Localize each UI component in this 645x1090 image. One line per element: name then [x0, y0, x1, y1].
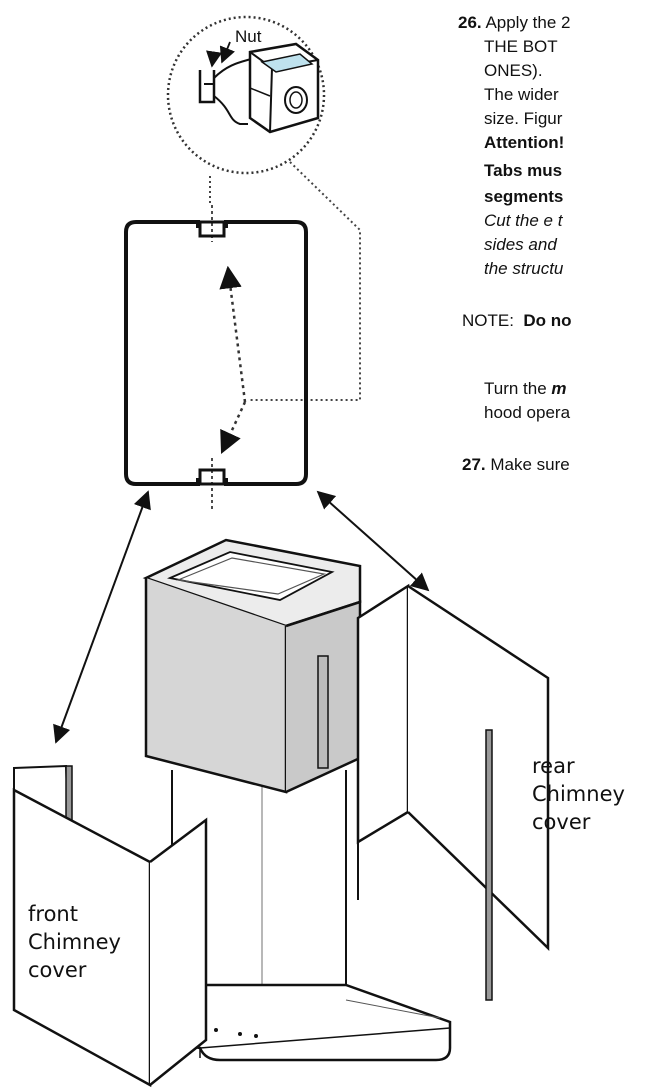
rear-chimney-cover-shape [356, 583, 550, 1001]
step26-bold-line: Tabs mus [484, 161, 563, 180]
rear-label-line: cover [532, 810, 591, 834]
step26-line: The wider [484, 85, 559, 104]
attention-text: Attention! [484, 133, 565, 152]
front-label-line: cover [28, 958, 87, 982]
step26-italic-line: the structu [484, 259, 564, 278]
step26-line: 26. Apply the 2 [458, 12, 571, 34]
note-line: NOTE: Do no [462, 310, 572, 332]
inner-frame-box [142, 538, 362, 794]
step26-line: THE BOT [484, 37, 558, 56]
nut-label: Nut [235, 27, 262, 46]
step27-text: Make sure [490, 455, 570, 474]
rear-label-line: rear [532, 754, 575, 778]
step26-line: size. Figur [484, 109, 563, 128]
note-prefix: NOTE: [462, 311, 514, 330]
front-chimney-cover-shape [12, 764, 208, 1088]
step27-number: 27. [462, 455, 486, 474]
step26-text: Apply the 2 [485, 13, 571, 32]
step26-bold-line: segments [484, 187, 564, 206]
turn-line: hood opera [484, 403, 571, 422]
step26-number: 26. [458, 13, 482, 32]
step26-italic-line: Cut the e t [484, 211, 563, 230]
turn-line: Turn the m [484, 378, 567, 400]
rear-cover-label: rear Chimney cover [532, 752, 625, 836]
front-label-line: Chimney [28, 930, 121, 954]
front-cover-label: front Chimney cover [28, 900, 121, 984]
step26-italic-line: sides and [484, 235, 557, 254]
front-label-line: front [28, 902, 78, 926]
turn-lead: Turn the [484, 379, 547, 398]
step27-line: 27. Make sure [462, 454, 570, 476]
note-text: Do no [523, 311, 572, 330]
turn-emphasis: m [551, 379, 567, 398]
rear-label-line: Chimney [532, 782, 625, 806]
chimney-cross-section [124, 205, 308, 510]
step26-line: ONES). [484, 61, 543, 80]
nut-detail-magnifier [166, 15, 326, 175]
